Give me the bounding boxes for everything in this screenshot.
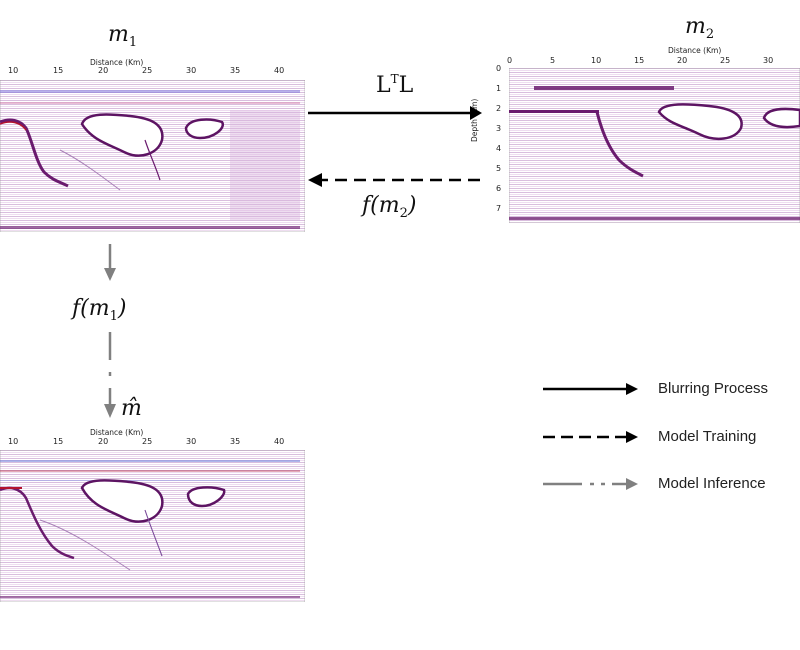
legend-dashed-arrow <box>543 431 638 443</box>
f-m1-label: f(m1) <box>72 296 127 324</box>
legend-item-inference: Model Inference <box>658 475 766 492</box>
y-tick: 0 <box>496 64 502 73</box>
x-tick: 20 <box>98 66 109 75</box>
x-tick: 25 <box>720 56 731 65</box>
x-tick: 10 <box>8 437 19 446</box>
inference-arrow <box>104 244 116 418</box>
legend-item-training: Model Training <box>658 428 757 445</box>
x-tick: 30 <box>186 66 197 75</box>
x-tick: 10 <box>8 66 19 75</box>
x-tick: 35 <box>230 66 241 75</box>
x-tick: 30 <box>763 56 774 65</box>
m2-x-ticks: 0 5 10 15 20 25 30 <box>500 56 800 68</box>
seismic-image-m-hat <box>0 450 305 602</box>
x-tick: 40 <box>274 437 285 446</box>
x-tick: 15 <box>634 56 645 65</box>
m1-x-axis-title: Distance (Km) <box>90 58 144 67</box>
m2-x-axis-title: Distance (Km) <box>668 46 722 55</box>
blurring-arrow <box>308 106 482 120</box>
seismic-image-m2 <box>509 68 800 223</box>
m2-label: m2 <box>685 14 715 42</box>
x-tick: 40 <box>274 66 285 75</box>
x-tick: 35 <box>230 437 241 446</box>
y-tick: 5 <box>496 164 502 173</box>
y-tick: 6 <box>496 184 502 193</box>
seismic-image-m1 <box>0 80 305 232</box>
f-m2-label: f(m2) <box>362 193 417 221</box>
y-tick: 3 <box>496 124 502 133</box>
y-tick: 2 <box>496 104 502 113</box>
ltl-operator-label: LTL <box>376 72 414 98</box>
m-hat-x-ticks: 10 15 20 25 30 35 40 <box>0 437 310 449</box>
legend-dashdot-arrow <box>543 478 638 490</box>
training-arrow <box>308 173 480 187</box>
x-tick: 20 <box>677 56 688 65</box>
m2-y-ticks: 0 1 2 3 4 5 6 7 <box>496 64 506 224</box>
y-tick: 1 <box>496 84 502 93</box>
x-tick: 25 <box>142 66 153 75</box>
m1-x-ticks: 10 15 20 25 30 35 40 <box>0 66 310 78</box>
m-hat-x-axis-title: Distance (Km) <box>90 428 144 437</box>
x-tick: 30 <box>186 437 197 446</box>
legend-item-blurring: Blurring Process <box>658 380 769 397</box>
y-tick: 7 <box>496 204 502 213</box>
x-tick: 0 <box>507 56 513 65</box>
m-hat-label: m̂ <box>121 396 142 421</box>
m1-label: m1 <box>108 22 138 50</box>
y-tick: 4 <box>496 144 502 153</box>
x-tick: 5 <box>550 56 556 65</box>
x-tick: 15 <box>53 66 64 75</box>
x-tick: 20 <box>98 437 109 446</box>
x-tick: 10 <box>591 56 602 65</box>
x-tick: 15 <box>53 437 64 446</box>
x-tick: 25 <box>142 437 153 446</box>
legend-solid-arrow <box>543 383 638 395</box>
